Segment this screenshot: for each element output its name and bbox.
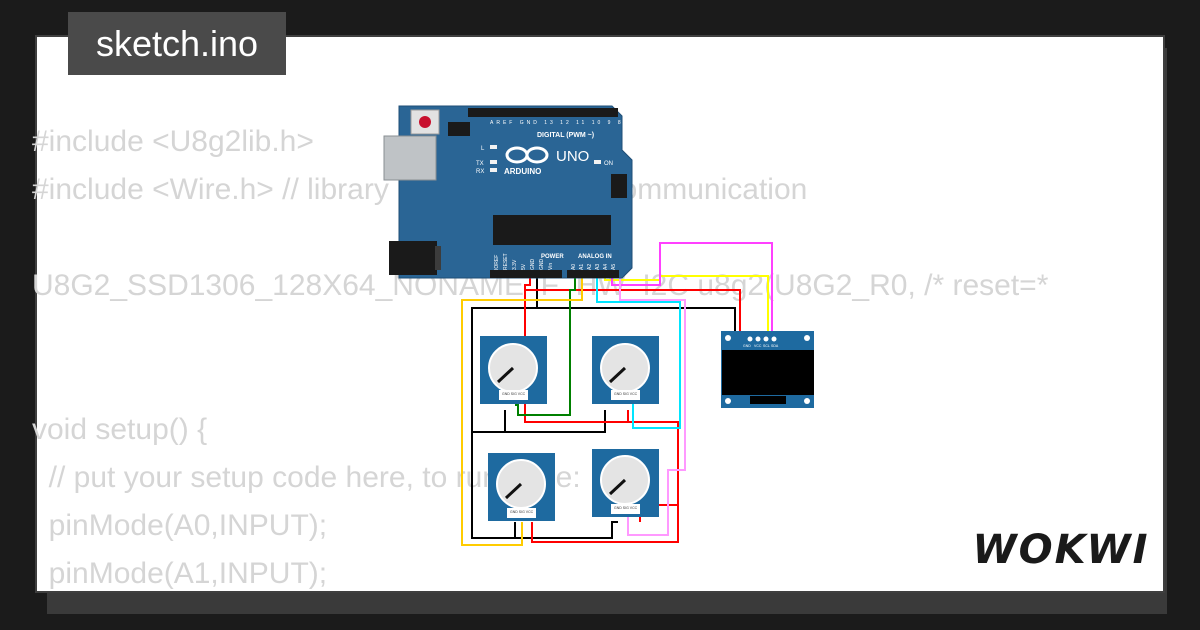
pin-label-5v: 5V [521,263,527,270]
analog-pin-labels: A0 A1 A2 A3 A4 A5 [571,264,617,270]
analog-header [567,270,619,278]
code-line: pinMode(A1,INPUT); [32,557,328,590]
code-line: void setup() { [32,413,208,446]
oled-mount-hole [725,335,731,341]
analog-header-label: ANALOG IN [578,254,612,260]
wire-a0 [515,275,576,416]
wire-gnd-pot4 [515,521,618,539]
pin-label-a1: A1 [579,264,585,270]
icsp-header-right [611,174,627,198]
arduino-brand-label: ARDUINO [504,167,541,176]
pot-header [499,390,528,400]
oled-pin-sda [771,336,777,342]
oled-pin-vcc [755,336,761,342]
wire-a2 [596,275,681,429]
oled-ribbon [750,396,786,404]
led-l [490,145,497,149]
pin-label-gnd2: GND [539,259,545,271]
oled-screen [722,350,814,395]
led-rx [490,168,497,172]
potentiometer-3[interactable]: GND SIG VCC [488,453,555,521]
pin-label-reset: RESET [503,253,509,270]
atmega-chip [493,215,611,245]
oled-pin-label-sda: SDA [771,344,779,348]
pot-indicator [608,366,627,384]
power-jack-edge [435,246,441,270]
oled-pin-label-vcc: VCC [754,344,762,348]
pot-header [611,504,640,514]
wire-gnd-main [471,275,538,433]
potentiometer-2[interactable]: GND SIG VCC [592,336,659,404]
usb-connector [383,135,437,181]
pot-indicator [504,482,523,500]
wire-a1 [461,275,583,546]
reset-button[interactable] [419,116,431,128]
pin-label-3v3: 3.3V [512,259,518,270]
code-line: pinMode(A0,INPUT); [32,509,328,542]
wire-gnd-pot3 [471,432,516,539]
oled-pin-label-scl: SCL [763,344,770,348]
pot-pin-labels: GND SIG VCC [502,392,526,396]
pot-header [507,508,536,518]
oled-mount-hole [804,398,810,404]
power-header-label: POWER [541,254,564,260]
wire-gnd-pot2 [505,410,606,433]
led-tx-label: TX [476,161,484,167]
oled-pin-gnd [747,336,753,342]
led-on [594,160,601,164]
pin-label-a4: A4 [603,264,609,270]
wire-sda [611,242,773,332]
oled-mount-hole [804,335,810,341]
digital-header-label: DIGITAL (PWM ~) [537,132,594,139]
digital-header [468,108,618,117]
pin-label-a5: A5 [611,264,617,270]
pot-header [611,390,640,400]
led-l-label: L [481,146,485,152]
led-on-label: ON [604,161,613,167]
wokwi-logo: WOKWI [972,523,1150,578]
pot-indicator [608,478,627,496]
pot-pin-labels: GND SIG VCC [614,506,638,510]
pot-pin-labels: GND SIG VCC [614,392,638,396]
sketch-filename: sketch.ino [68,12,286,75]
code-line: #include <U8g2lib.h> [32,125,314,158]
led-tx [490,160,497,164]
icsp-header-top [448,122,470,136]
potentiometer-1[interactable]: GND SIG VCC [480,336,547,404]
wire-scl [604,275,769,332]
oled-mount-hole [725,398,731,404]
oled-pin-scl [763,336,769,342]
code-line: U8G2_SSD1306_128X64_NONAME_F_HW_I2C u8g2… [32,269,1049,302]
potentiometer-4[interactable]: GND SIG VCC [592,449,659,517]
pin-label-vin: Vin [548,263,554,270]
power-header [490,270,562,278]
arduino-logo-icon [505,146,549,164]
wires [461,242,773,546]
arduino-uno[interactable]: AREF GND 13 12 11 10 9 8 · 7 6 5 4 3 2 1… [383,105,714,279]
pin-label-a2: A2 [587,264,593,270]
arduino-model-label: UNO [556,148,589,165]
oled-pin-label-gnd: GND [743,344,751,348]
oled-display[interactable]: GND VCC SCL SDA [721,331,814,408]
pin-label-gnd1: GND [530,259,536,271]
wire-a3 [619,275,686,536]
pin-label-a0: A0 [571,264,577,270]
wire-vcc-right [531,421,679,543]
pin-label-a3: A3 [595,264,601,270]
led-rx-label: RX [476,169,484,175]
wire-vcc-oled [525,289,741,332]
digital-pin-labels: AREF GND 13 12 11 10 9 8 · 7 6 5 4 3 2 1… [490,120,714,126]
code-background: #include <U8g2lib.h>#include <Wire.h> //… [32,118,1048,598]
pot-pin-labels: GND SIG VCC [510,510,534,514]
pot-indicator [496,366,515,384]
power-pin-labels: IOREF RESET 3.3V 5V GND GND Vin [494,253,554,270]
power-jack [389,241,437,275]
pin-label-ioref: IOREF [494,255,500,270]
wire-gnd-right [537,307,736,332]
